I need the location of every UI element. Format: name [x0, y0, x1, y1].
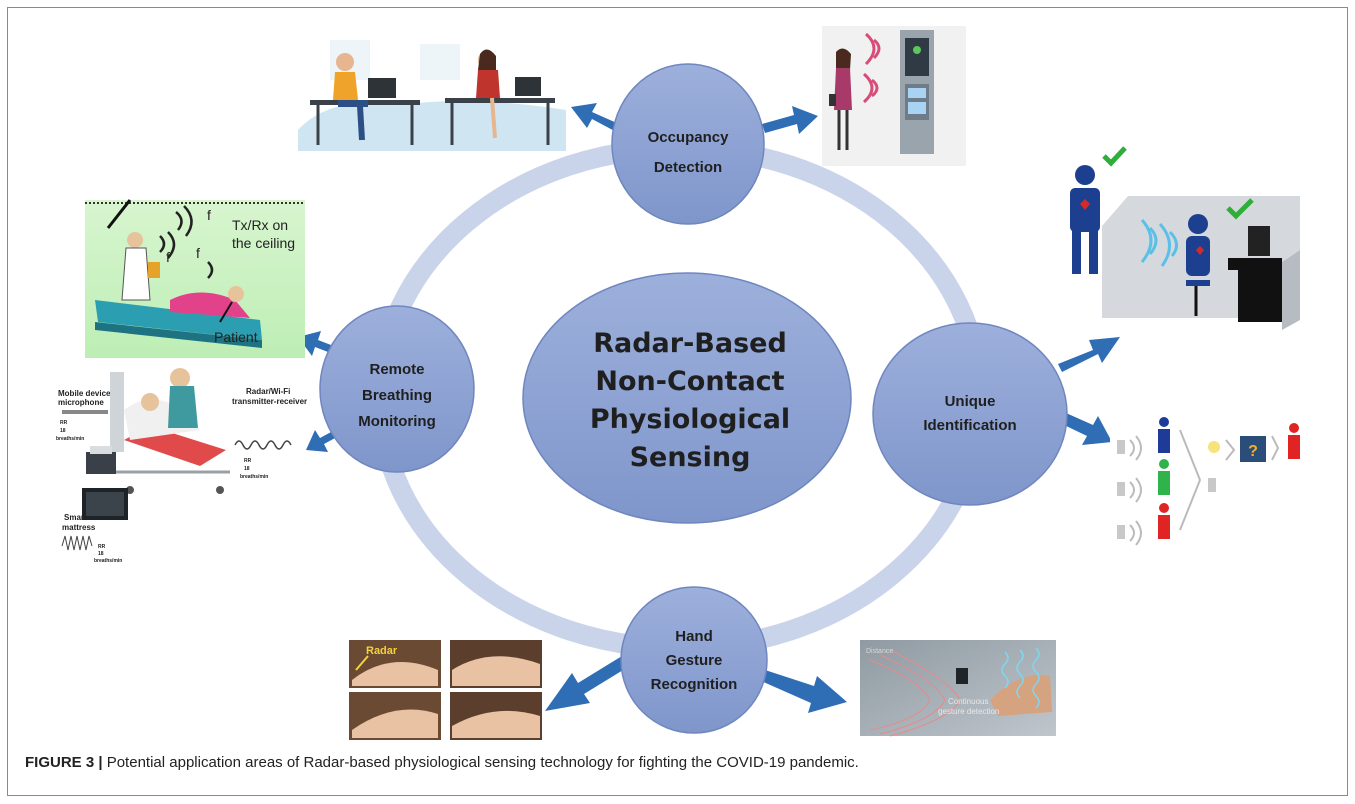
check-icon-standing — [1102, 146, 1127, 167]
node-identification[interactable]: Unique Identification — [872, 322, 1068, 506]
gesture-detection-image: Distance Continuous gesture detection — [860, 640, 1056, 737]
arrow-identification-upper — [1058, 337, 1120, 372]
node-breathing[interactable]: Remote Breathing Monitoring — [319, 305, 475, 473]
center-line2: Non-Contact — [595, 366, 784, 397]
center-node: Radar-Based Non-Contact Physiological Se… — [522, 272, 852, 524]
node-gesture-line1: Hand — [675, 628, 713, 645]
arrow-occupancy-right — [762, 106, 818, 134]
node-breathing-line2: Breathing — [362, 387, 432, 404]
rr-label-2c: breaths/min — [240, 474, 268, 480]
hand-gesture-photos: Radar — [349, 640, 542, 740]
lightbulb-icon — [1208, 441, 1220, 453]
question-block-icon — [1240, 436, 1266, 462]
center-line4: Sensing — [630, 442, 751, 473]
node-breathing-line1: Remote — [369, 361, 424, 378]
radar-label: Radar — [366, 645, 398, 657]
desk-worker-id-image — [1070, 146, 1320, 330]
arrow-gesture-right — [759, 669, 847, 713]
rr-label-1b: 18 — [60, 428, 66, 434]
identification-flow-image: ? — [1110, 412, 1310, 552]
figure-caption: FIGURE 3 | Potential application areas o… — [25, 754, 859, 771]
mobile-mic-line2: microphone — [58, 398, 104, 407]
continuous-line1: Continuous — [948, 697, 988, 706]
freq-label-2: f — [166, 249, 170, 265]
figure-caption-text: Potential application areas of Radar-bas… — [102, 754, 859, 771]
rr-label-1c: breaths/min — [56, 436, 84, 442]
ceiling-txrx-line2: the ceiling — [232, 235, 295, 251]
rr-label-1a: RR — [60, 420, 68, 426]
center-line1: Radar-Based — [593, 328, 787, 359]
rr-label-2b: 18 — [244, 466, 250, 472]
ceiling-txrx-line1: Tx/Rx on — [232, 217, 288, 233]
center-line3: Physiological — [590, 404, 790, 435]
patient-ceiling-image: f f f Tx/Rx on the ceiling Patient — [85, 199, 305, 358]
office-workers-image — [298, 35, 566, 151]
radar-wifi-line2: transmitter-receiver — [232, 397, 307, 406]
hospital-bed-sensors-image: Mobile device microphone RR 18 breaths/m… — [56, 368, 307, 564]
figure-caption-label: FIGURE 3 | — [25, 754, 103, 771]
person-icon-green — [1158, 459, 1170, 495]
rr-label-2a: RR — [244, 458, 252, 464]
patient-label: Patient — [214, 329, 258, 345]
node-occupancy-line2: Detection — [654, 159, 722, 176]
mobile-mic-line1: Mobile device — [58, 389, 111, 398]
door-scanner-image — [822, 26, 966, 166]
smart-mattress-line2: mattress — [62, 523, 96, 532]
node-identification-line1: Unique — [945, 393, 996, 410]
person-icon-red-identified — [1288, 423, 1300, 459]
node-gesture-line2: Gesture — [666, 652, 723, 669]
node-gesture[interactable]: Hand Gesture Recognition — [620, 586, 768, 734]
node-occupancy-line1: Occupancy — [648, 129, 730, 146]
check-icon-seated — [1226, 198, 1254, 220]
person-icon-blue — [1158, 417, 1170, 453]
smart-mattress-line1: Smart — [64, 513, 87, 522]
rr-label-3c: breaths/min — [94, 558, 122, 564]
freq-label-3: f — [196, 245, 200, 261]
question-mark: ? — [1248, 443, 1258, 460]
rr-label-3b: 18 — [98, 551, 104, 557]
person-icon-red — [1158, 503, 1170, 539]
radar-wifi-line1: Radar/Wi-Fi — [246, 387, 290, 396]
node-occupancy[interactable]: Occupancy Detection — [611, 63, 765, 225]
freq-label-1: f — [207, 207, 211, 223]
node-breathing-line3: Monitoring — [358, 413, 435, 430]
node-identification-line2: Identification — [923, 417, 1016, 434]
distance-label: Distance — [866, 648, 893, 655]
arrow-gesture-left — [545, 656, 628, 711]
rr-label-3a: RR — [98, 544, 106, 550]
node-gesture-line3: Recognition — [651, 676, 738, 693]
continuous-line2: gesture detection — [938, 707, 999, 716]
arrow-identification-lower — [1060, 413, 1112, 445]
